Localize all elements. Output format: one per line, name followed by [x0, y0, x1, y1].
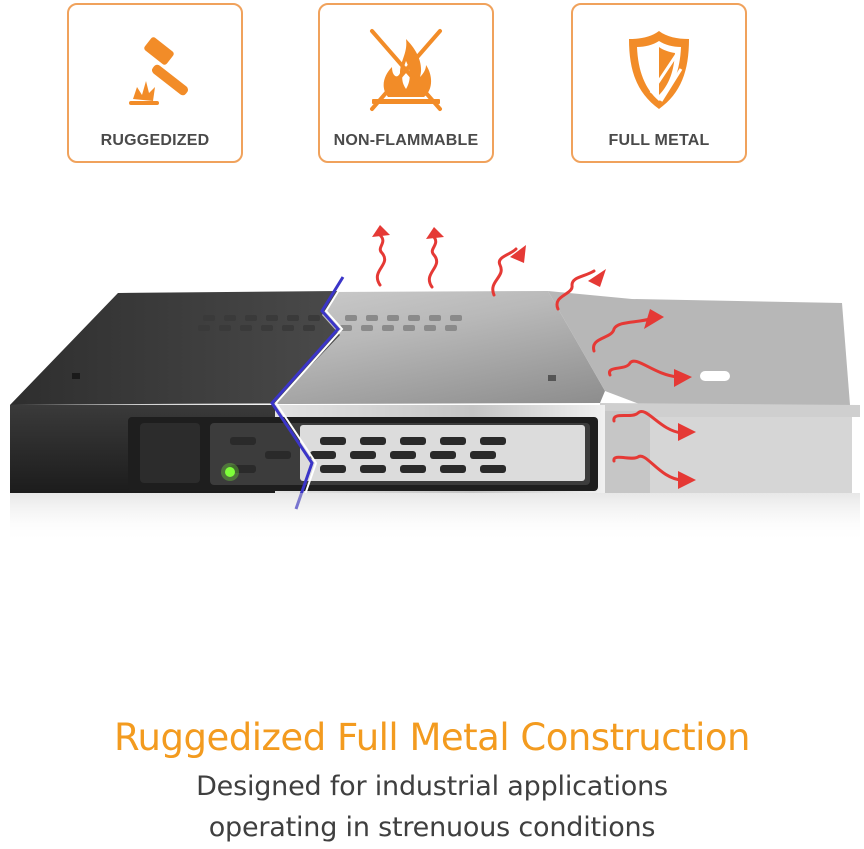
heat-arrow-icon: [674, 369, 692, 387]
feature-label: FULL METAL: [608, 132, 710, 149]
feature-card-non-flammable: NON-FLAMMABLE: [318, 3, 494, 163]
drive-enclosure-photo: [10, 225, 860, 543]
subline-2: operating in strenuous conditions: [208, 812, 656, 843]
heat-arrow-icon: [372, 225, 390, 237]
subline-1: Designed for industrial applications: [196, 771, 668, 802]
heat-arrow-icon: [678, 471, 696, 489]
feature-label: RUGGEDIZED: [100, 132, 210, 149]
heat-arrow-icon: [426, 227, 444, 239]
heat-arrow-icon: [588, 269, 606, 287]
heat-arrow-icon: [644, 309, 664, 329]
feature-label: NON-FLAMMABLE: [333, 132, 479, 149]
heat-arrow-icon: [510, 245, 526, 263]
hammer-icon: [129, 37, 189, 105]
no-fire-icon: [370, 29, 442, 111]
feature-card-ruggedized: RUGGEDIZED: [67, 3, 243, 163]
shield-icon: [629, 31, 689, 109]
feature-card-full-metal: FULL METAL: [571, 3, 747, 163]
headline: Ruggedized Full Metal Construction: [114, 716, 750, 759]
heat-arrow-icon: [678, 423, 696, 441]
